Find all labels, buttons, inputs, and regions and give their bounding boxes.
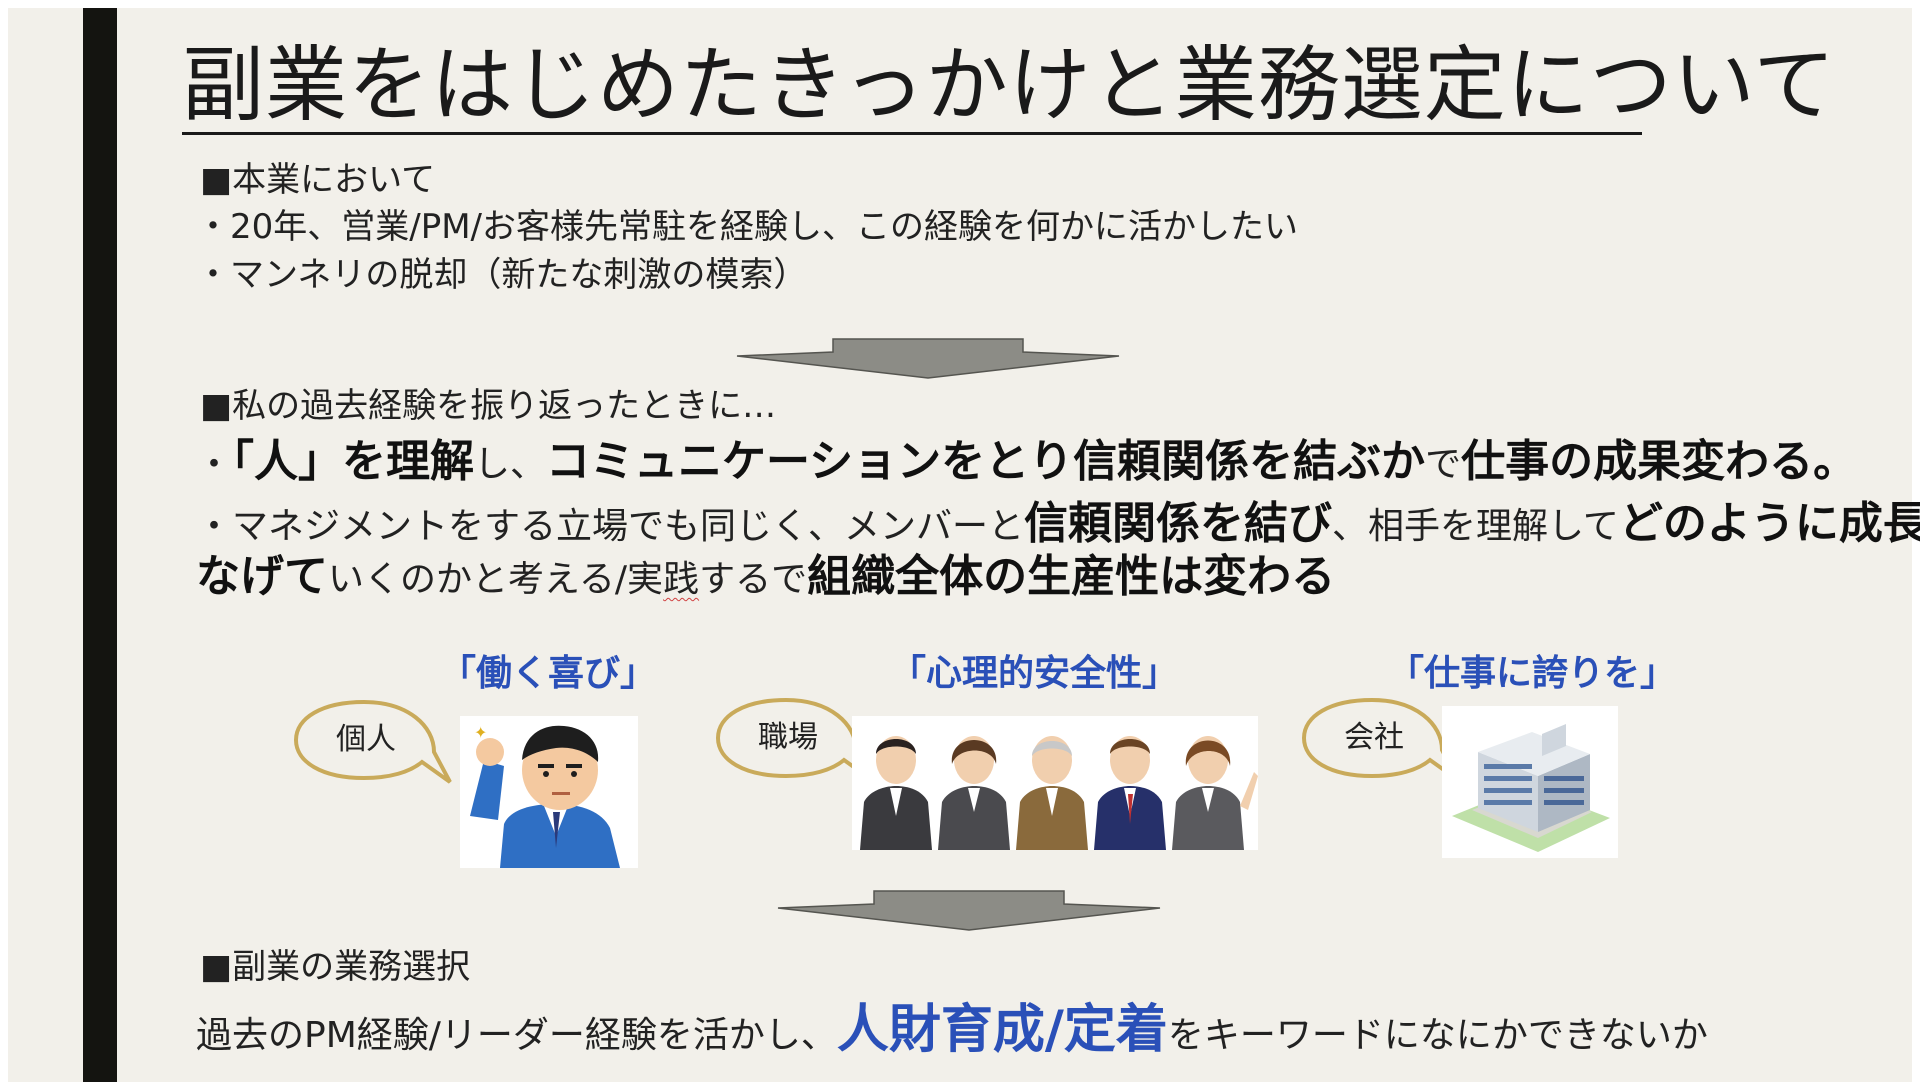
- keyword-psychological-safety: 「心理的安全性」: [890, 653, 1179, 694]
- title-underline: [182, 132, 1642, 135]
- frame-left: [0, 0, 8, 1090]
- down-arrow-icon: [777, 890, 1161, 931]
- emphasis-how-to-grow: どのように成長につ: [1618, 498, 1920, 549]
- text-segment: で: [1425, 444, 1462, 485]
- slide-title: 副業をはじめたきっかけと業務選定について: [182, 38, 1837, 133]
- speech-bubble-individual: [293, 699, 452, 784]
- businessman-fist-icon: ✦: [460, 716, 638, 868]
- section3-line: 過去のPM経験/リーダー経験を活かし、人財育成/定着をキーワードになにかできない…: [196, 998, 1708, 1068]
- text-segment: するで: [699, 559, 808, 600]
- emphasis-build-trust: 信頼関係を結び: [1024, 498, 1333, 549]
- frame-bottom: [0, 1082, 1920, 1090]
- bubble-label-company: 会社: [1344, 720, 1404, 755]
- text-segment: 、相手を理解して: [1332, 506, 1619, 547]
- svg-text:✦: ✦: [474, 723, 487, 742]
- text-segment: いくのかと考える/実: [328, 559, 664, 600]
- emphasis-org-productivity: 組織全体の生産性は変わる: [807, 551, 1336, 602]
- speech-bubble-company: [1301, 697, 1460, 782]
- section1-heading: ■本業において: [200, 160, 436, 200]
- keyword-joy-of-work: 「働く喜び」: [440, 653, 657, 694]
- section2-heading: ■私の過去経験を振り返ったときに…: [200, 386, 777, 426]
- section3-heading: ■副業の業務選択: [200, 947, 471, 987]
- emphasis-connect: なげて: [196, 551, 328, 602]
- team-members-icon: [852, 716, 1258, 850]
- bubble-label-workplace: 職場: [758, 720, 818, 755]
- text-segment: 過去のPM経験/リーダー経験を活かし、: [196, 1015, 837, 1056]
- emphasis-understand-people: 「人」を理解: [232, 436, 475, 487]
- emphasis-communication-trust: コミュニケーションをとり信頼関係を結ぶか: [546, 436, 1426, 487]
- keyword-pride-in-work: 「仕事に誇りを」: [1388, 653, 1677, 694]
- spellcheck-word: 践: [663, 559, 700, 600]
- emphasis-talent-development: 人財育成/定着: [836, 1000, 1168, 1060]
- bubble-label-individual: 個人: [336, 722, 396, 757]
- text-segment: をキーワードになにかできないか: [1167, 1015, 1708, 1056]
- slide-sidebar-bar: [83, 8, 117, 1082]
- text-segment: ・マネジメントをする立場でも同じく、メンバーと: [196, 506, 1025, 547]
- section1-bullet-1: ・20年、営業/PM/お客様先常駐を経験し、この経験を何かに活かしたい: [196, 207, 1299, 247]
- down-arrow-icon: [736, 338, 1120, 379]
- emphasis-work-results: 仕事の成果変わる。: [1461, 436, 1858, 487]
- text-segment: し、: [474, 444, 547, 485]
- section1-bullet-2: ・マンネリの脱却（新たな刺激の模索）: [196, 255, 808, 295]
- bullet-dot: ・: [196, 444, 233, 485]
- section2-bullet-2-line1: ・マネジメントをする立場でも同じく、メンバーと信頼関係を結び、相手を理解してどの…: [196, 497, 1920, 554]
- speech-bubble-workplace: [715, 697, 874, 782]
- section2-bullet-1: ・「人」を理解し、コミュニケーションをとり信頼関係を結ぶかで仕事の成果変わる。: [196, 436, 1857, 491]
- frame-top: [0, 0, 1920, 8]
- frame-right: [1912, 0, 1920, 1090]
- section2-bullet-2-line2: なげていくのかと考える/実践するで組織全体の生産性は変わる: [196, 550, 1335, 607]
- office-building-icon: [1442, 706, 1618, 858]
